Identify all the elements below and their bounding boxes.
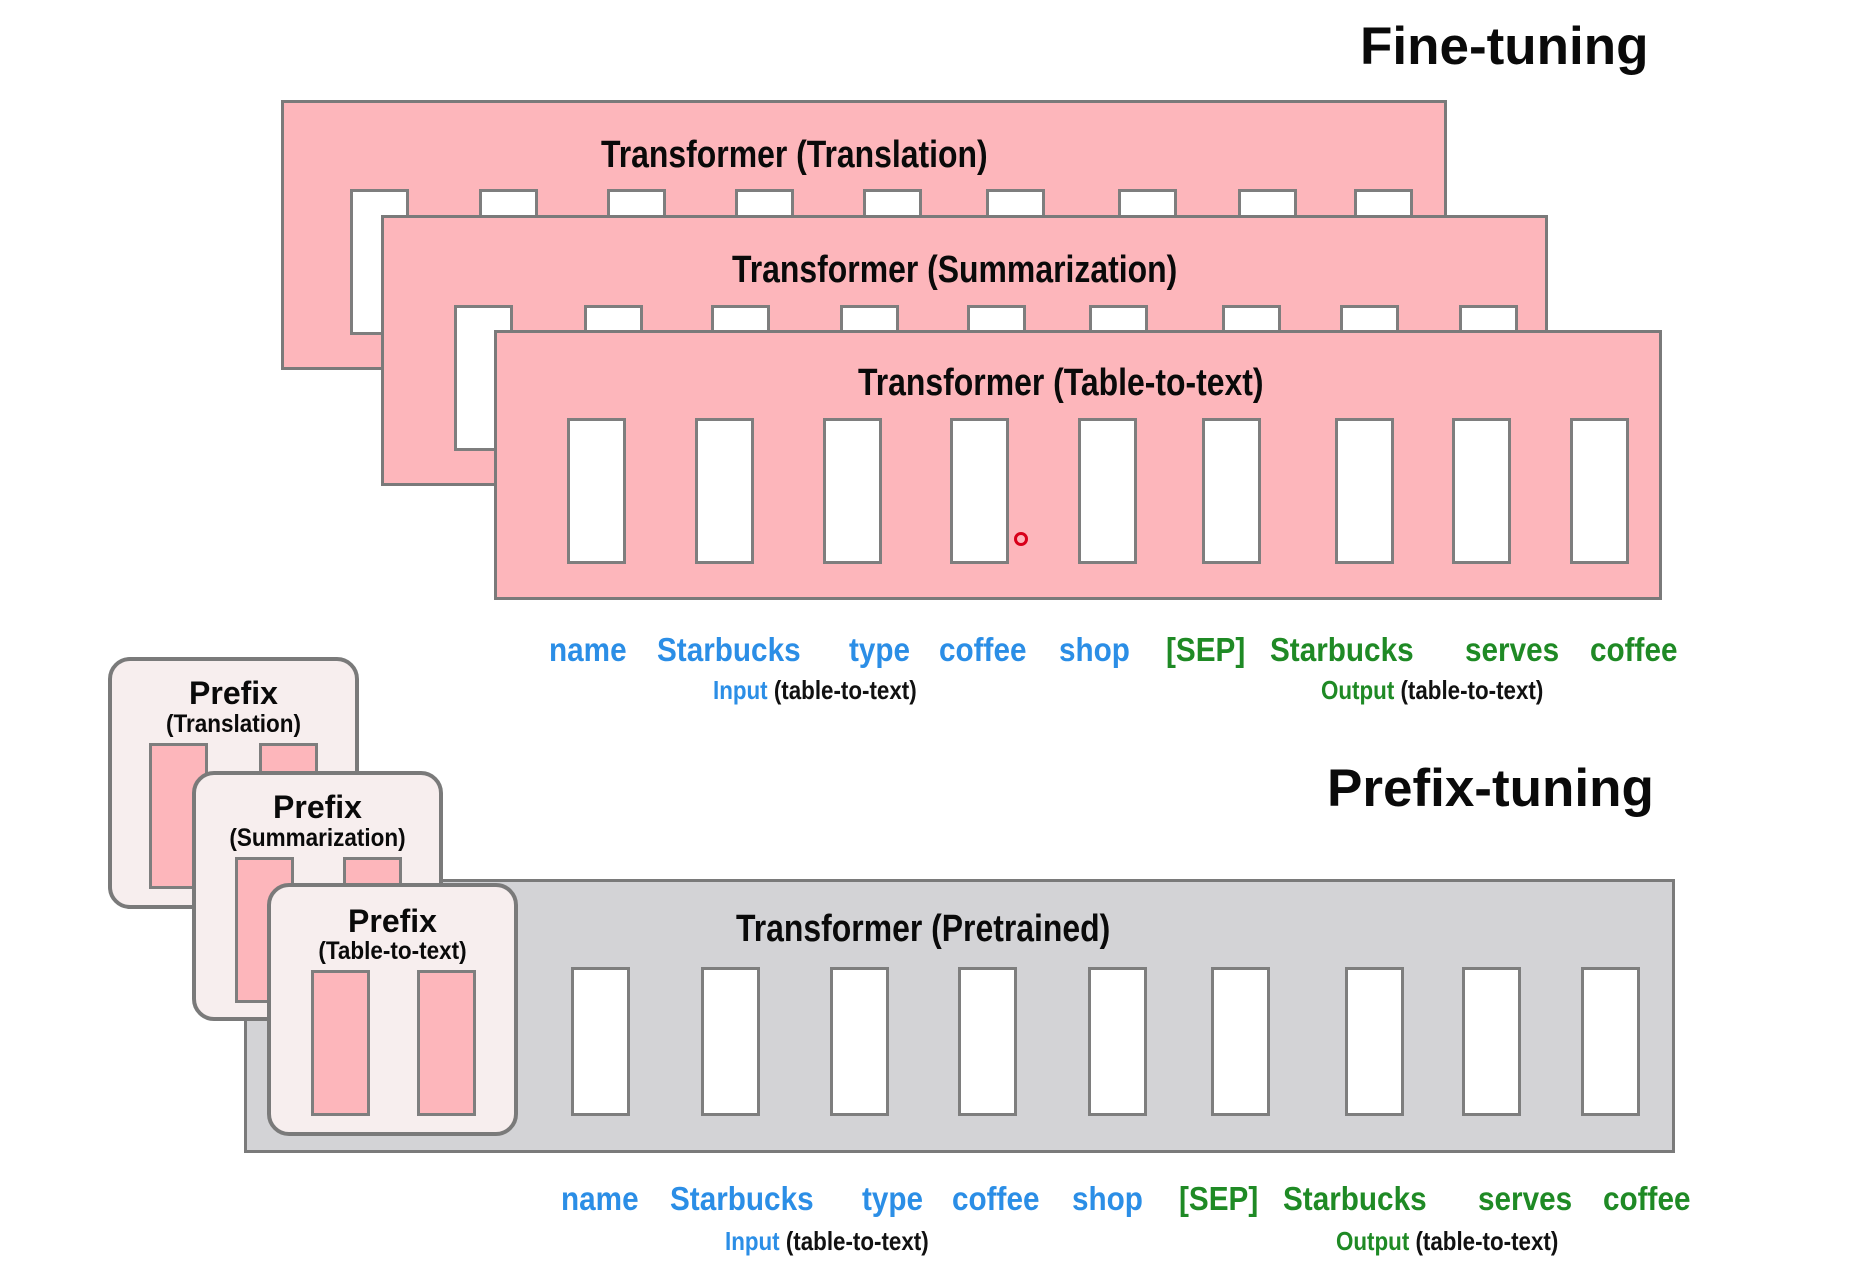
prefix-block (311, 970, 370, 1116)
input-token: shop (1059, 631, 1130, 668)
layer-block (823, 418, 882, 564)
input-label-task: (table-to-text) (779, 1226, 929, 1256)
prefix-tuning-output-caption: Output (table-to-text) (1336, 1228, 1558, 1254)
layer-block (571, 967, 630, 1116)
output-token: serves (1478, 1180, 1573, 1217)
layer-block (830, 967, 889, 1116)
layer-block (1570, 418, 1629, 564)
output-token: [SEP] (1166, 631, 1246, 668)
input-token: coffee (939, 631, 1027, 668)
output-token: Starbucks (1270, 631, 1414, 668)
output-label: Output (1336, 1226, 1410, 1256)
prefix-tuning-heading: Prefix-tuning (1327, 759, 1654, 818)
prefix-task: (Translation) (165, 710, 301, 738)
output-label-task: (table-to-text) (1394, 675, 1544, 705)
input-token: type (849, 631, 911, 668)
output-label: Output (1321, 675, 1395, 705)
output-token: serves (1465, 631, 1560, 668)
layer-block (950, 418, 1009, 564)
fine-tuning-input-caption: Input (table-to-text) (713, 677, 917, 703)
input-token: Starbucks (657, 631, 801, 668)
layer-block (1211, 967, 1270, 1116)
input-token: Starbucks (670, 1180, 814, 1217)
layer-block (1452, 418, 1511, 564)
output-token: Starbucks (1283, 1180, 1427, 1217)
transformer-translation-title: Transformer (Translation) (601, 134, 988, 176)
prefix-title: Prefix (273, 789, 362, 825)
layer-block (1078, 418, 1137, 564)
layer-block (958, 967, 1017, 1116)
layer-block (1581, 967, 1640, 1116)
input-token: coffee (952, 1180, 1040, 1217)
prefix-task: (Summarization) (229, 824, 406, 852)
input-label: Input (713, 675, 768, 705)
output-token: coffee (1603, 1180, 1691, 1217)
layer-block (701, 967, 760, 1116)
prefix-title: Prefix (348, 903, 437, 939)
output-token: coffee (1590, 631, 1678, 668)
transformer-table-to-text-box: Transformer (Table-to-text) (494, 330, 1662, 600)
fine-tuning-heading: Fine-tuning (1360, 17, 1649, 76)
layer-block (695, 418, 754, 564)
output-token: [SEP] (1179, 1180, 1259, 1217)
prefix-title: Prefix (189, 675, 278, 711)
layer-block (1088, 967, 1147, 1116)
prefix-tuning-input-caption: Input (table-to-text) (725, 1228, 929, 1254)
input-token: shop (1072, 1180, 1143, 1217)
layer-block (1462, 967, 1521, 1116)
input-label-task: (table-to-text) (767, 675, 917, 705)
layer-block (1335, 418, 1394, 564)
fine-tuning-output-caption: Output (table-to-text) (1321, 677, 1543, 703)
transformer-pretrained-title: Transformer (Pretrained) (736, 908, 1111, 950)
layer-block (1202, 418, 1261, 564)
prefix-table-to-text-box: Prefix (Table-to-text) (267, 883, 518, 1136)
prefix-block (417, 970, 476, 1116)
input-token: name (549, 631, 627, 668)
input-token: type (862, 1180, 924, 1217)
transformer-summarization-title: Transformer (Summarization) (732, 249, 1178, 291)
prefix-task: (Table-to-text) (318, 937, 467, 965)
input-token: name (561, 1180, 639, 1217)
output-label-task: (table-to-text) (1409, 1226, 1559, 1256)
cursor-indicator (1014, 532, 1028, 546)
layer-block (1345, 967, 1404, 1116)
transformer-table-to-text-title: Transformer (Table-to-text) (858, 362, 1264, 404)
input-label: Input (725, 1226, 780, 1256)
layer-block (567, 418, 626, 564)
